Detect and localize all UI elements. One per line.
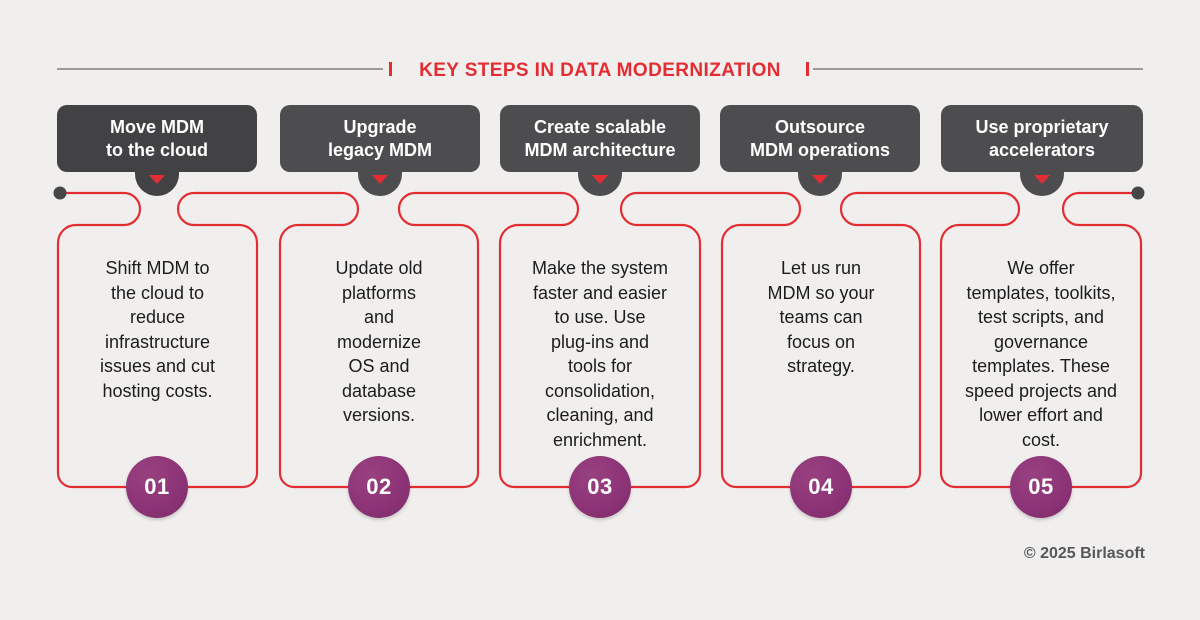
step-4-number-badge: 04 [790, 456, 852, 518]
step-5-number-badge: 05 [1010, 456, 1072, 518]
title-rule-left [57, 68, 383, 70]
triangle-down-icon [812, 175, 828, 184]
step-2-description: Update old platforms and modernize OS an… [335, 258, 423, 425]
triangle-down-icon [1034, 175, 1050, 184]
triangle-down-icon [149, 175, 165, 184]
triangle-down-icon [372, 175, 388, 184]
page-title: KEY STEPS IN DATA MODERNIZATION [419, 60, 781, 81]
copyright-text: © 2025 Birlasoft [1023, 545, 1145, 562]
step-4-header: Outsource MDM operations [720, 105, 920, 172]
title-row: KEY STEPS IN DATA MODERNIZATION [0, 0, 1200, 100]
step-1-header: Move MDM to the cloud [57, 105, 257, 172]
step-3-description: Make the system faster and easier to use… [531, 258, 669, 450]
step-1-number-badge: 01 [126, 456, 188, 518]
step-3-number-badge: 03 [569, 456, 631, 518]
triangle-down-icon [592, 175, 608, 184]
step-2-number-badge: 02 [348, 456, 410, 518]
title-rule-right [813, 68, 1143, 70]
step-3-header: Create scalable MDM architecture [500, 105, 700, 172]
step-5-header: Use proprietary accelerators [941, 105, 1143, 172]
step-2-header: Upgrade legacy MDM [280, 105, 480, 172]
title-tick-right [806, 62, 809, 76]
step-1-description: Shift MDM to the cloud to reduce infrast… [99, 258, 216, 401]
step-5-description: We offer templates, toolkits, test scrip… [964, 258, 1118, 450]
step-4-description: Let us run MDM so your teams can focus o… [767, 258, 875, 376]
line-end-dot [1131, 186, 1145, 200]
line-start-dot [53, 186, 67, 200]
title-tick-left [389, 62, 392, 76]
